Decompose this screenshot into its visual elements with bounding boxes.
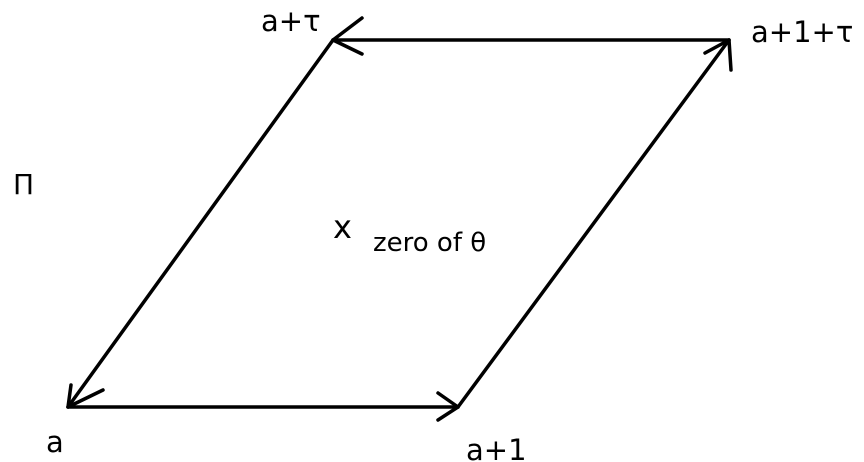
edge-bottom-arrow [66,391,460,422]
region-label-pi: Π [13,168,34,201]
edge-top-arrow [331,16,731,56]
vertex-label-a-plus-tau: a+τ [261,4,321,38]
edge-left-arrow [66,38,335,409]
edge-right-arrow [456,38,733,409]
vertex-label-a: a [46,425,64,459]
vertex-label-a-plus-1: a+1 [466,433,527,462]
zero-label: zero of θ [373,228,486,258]
vertex-label-a-plus-1-plus-tau: a+1+τ [751,15,853,49]
zero-marker: x [333,208,352,246]
